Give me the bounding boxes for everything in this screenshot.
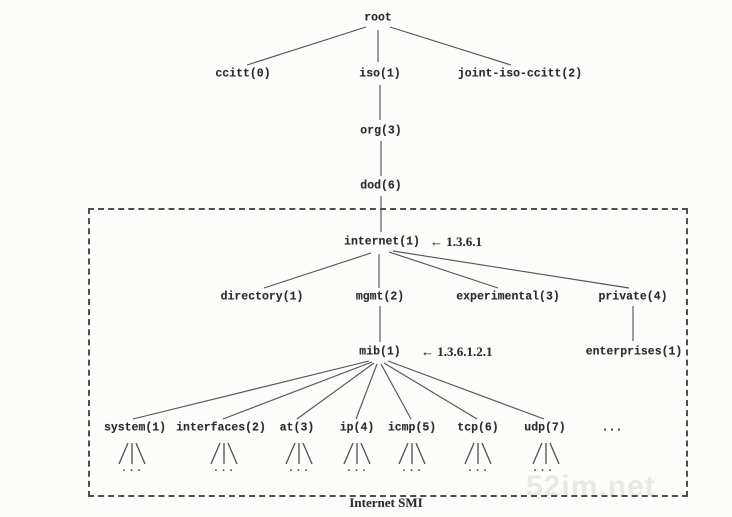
- node-org: org(3): [360, 124, 402, 138]
- node-enterprises: enterprises(1): [585, 345, 683, 359]
- node-system: system(1): [103, 421, 167, 435]
- subtree-fan-icon: [398, 442, 426, 465]
- watermark: 52im.net: [526, 470, 656, 503]
- node-internet: internet(1): [344, 235, 420, 249]
- node-more-ellipsis: ...: [601, 421, 623, 435]
- subtree-fan-icon: [532, 442, 560, 465]
- edges-mib-children: [132, 360, 545, 420]
- subtree-dots: ...: [212, 463, 236, 475]
- node-mib: mib(1): [359, 345, 401, 359]
- subtree-fan-icon: [118, 442, 146, 465]
- node-experimental: experimental(3): [456, 290, 560, 304]
- oid-annotation-mib: ← 1.3.6.1.2.1: [421, 344, 493, 359]
- oid-annotation-internet: ← 1.3.6.1: [430, 234, 482, 249]
- edges-root-children: [246, 26, 512, 66]
- subtree-fan-icon: [210, 442, 238, 465]
- node-ip: ip(4): [339, 421, 375, 435]
- subtree-dots: ...: [400, 463, 424, 475]
- subtree-dots: ...: [120, 463, 144, 475]
- subtree-dots: ...: [345, 463, 369, 475]
- node-joint-iso-ccitt: joint-iso-ccitt(2): [457, 67, 583, 81]
- node-ccitt: ccitt(0): [215, 67, 271, 81]
- node-dod: dod(6): [360, 179, 402, 193]
- subtree-dots: ...: [287, 463, 311, 475]
- edges-internet-children: [263, 250, 630, 289]
- node-mgmt: mgmt(2): [355, 290, 405, 304]
- node-udp: udp(7): [524, 421, 566, 435]
- subtree-fan-icon: [464, 442, 492, 465]
- node-directory: directory(1): [220, 290, 304, 304]
- node-at: at(3): [279, 421, 315, 435]
- subtree-dots: ...: [466, 463, 490, 475]
- node-tcp: tcp(6): [457, 421, 499, 435]
- node-icmp: icmp(5): [387, 421, 437, 435]
- internet-smi-dashed-box: [88, 208, 688, 497]
- internet-smi-caption: Internet SMI: [349, 495, 423, 510]
- subtree-fan-icon: [285, 442, 313, 465]
- subtree-fan-icon: [343, 442, 371, 465]
- node-private: private(4): [598, 290, 668, 304]
- node-interfaces: interfaces(2): [176, 421, 266, 435]
- subtree-dots: ...: [531, 463, 555, 475]
- node-iso: iso(1): [359, 67, 401, 81]
- node-root: root: [364, 11, 392, 25]
